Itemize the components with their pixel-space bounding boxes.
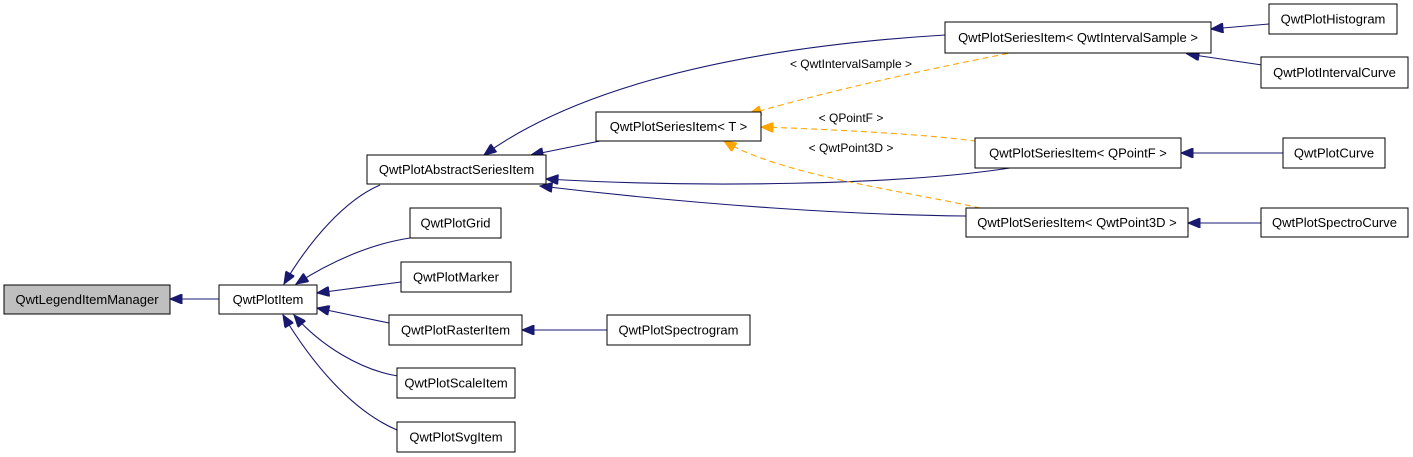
node-label: QwtPlotHistogram xyxy=(1281,12,1386,27)
edge-label-pointf: < QPointF > xyxy=(819,111,884,125)
node-scale-item[interactable]: QwtPlotScaleItem xyxy=(396,367,516,399)
edge-rasteritem-to-plotitem xyxy=(317,308,390,324)
node-marker[interactable]: QwtPlotMarker xyxy=(400,261,512,293)
edge-abstractseries-to-plotitem xyxy=(284,184,381,284)
node-spectrogram[interactable]: QwtPlotSpectrogram xyxy=(606,314,751,346)
node-label: QwtPlotSeriesItem< T > xyxy=(610,119,748,134)
node-label: QwtPlotSeriesItem< QwtPoint3D > xyxy=(977,215,1176,230)
edge-labels: < QwtIntervalSample > < QPointF > < QwtP… xyxy=(790,57,912,155)
edge-intervalcurve-to-seriesinterval xyxy=(1187,54,1263,66)
template-edges xyxy=(724,52,1011,209)
edge-marker-to-plotitem xyxy=(317,281,402,293)
edge-label-point3d: < QwtPoint3D > xyxy=(809,141,894,155)
node-histogram[interactable]: QwtPlotHistogram xyxy=(1268,3,1398,35)
edge-histogram-to-seriesinterval xyxy=(1211,24,1270,29)
node-label: QwtPlotSvgItem xyxy=(409,430,502,445)
node-label: QwtPlotCurve xyxy=(1294,146,1374,161)
node-label: QwtPlotSpectrogram xyxy=(619,323,739,338)
node-interval-curve[interactable]: QwtPlotIntervalCurve xyxy=(1260,56,1409,89)
node-label: QwtPlotScaleItem xyxy=(404,376,507,391)
edge-label-interval-sample: < QwtIntervalSample > xyxy=(790,57,912,71)
node-label: QwtPlotAbstractSeriesItem xyxy=(379,162,534,177)
node-abstract-series-item[interactable]: QwtPlotAbstractSeriesItem xyxy=(366,154,547,185)
node-series-item-t[interactable]: QwtPlotSeriesItem< T > xyxy=(595,111,762,142)
node-label: QwtPlotSeriesItem< QwtIntervalSample > xyxy=(958,30,1198,45)
node-series-item-interval[interactable]: QwtPlotSeriesItem< QwtIntervalSample > xyxy=(944,21,1212,54)
edge-template-point3d xyxy=(724,141,981,209)
node-series-item-pointf[interactable]: QwtPlotSeriesItem< QPointF > xyxy=(974,137,1182,169)
node-spectro-curve[interactable]: QwtPlotSpectroCurve xyxy=(1260,207,1409,238)
node-raster-item[interactable]: QwtPlotRasterItem xyxy=(388,314,523,346)
node-plot-item[interactable]: QwtPlotItem xyxy=(218,284,318,315)
inheritance-edges xyxy=(170,24,1283,431)
node-svg-item[interactable]: QwtPlotSvgItem xyxy=(396,421,516,453)
node-label: QwtLegendItemManager xyxy=(15,292,159,307)
node-curve[interactable]: QwtPlotCurve xyxy=(1282,137,1386,169)
edge-seriesinterval-to-abstractseries xyxy=(484,34,946,155)
edge-seriespointf-to-abstractseries xyxy=(546,167,1011,184)
node-legend-item-manager[interactable]: QwtLegendItemManager xyxy=(3,284,171,315)
edge-seriespoint3d-to-abstractseries xyxy=(540,186,967,217)
edge-grid-to-plotitem xyxy=(296,237,411,284)
node-label: QwtPlotSeriesItem< QPointF > xyxy=(989,146,1167,161)
node-label: QwtPlotGrid xyxy=(420,216,490,231)
node-label: QwtPlotRasterItem xyxy=(401,323,510,338)
node-label: QwtPlotIntervalCurve xyxy=(1273,65,1396,80)
edge-template-pointf xyxy=(761,127,976,142)
edge-template-interval xyxy=(749,52,1011,114)
node-label: QwtPlotSpectroCurve xyxy=(1272,215,1397,230)
node-grid[interactable]: QwtPlotGrid xyxy=(409,207,502,239)
edge-seriesitemt-to-abstractseries xyxy=(531,140,601,155)
node-series-item-point3d[interactable]: QwtPlotSeriesItem< QwtPoint3D > xyxy=(965,207,1189,238)
edge-scaleitem-to-plotitem xyxy=(294,315,399,377)
node-label: QwtPlotMarker xyxy=(413,270,500,285)
edge-svgitem-to-plotitem xyxy=(283,315,398,431)
node-label: QwtPlotItem xyxy=(233,292,304,307)
